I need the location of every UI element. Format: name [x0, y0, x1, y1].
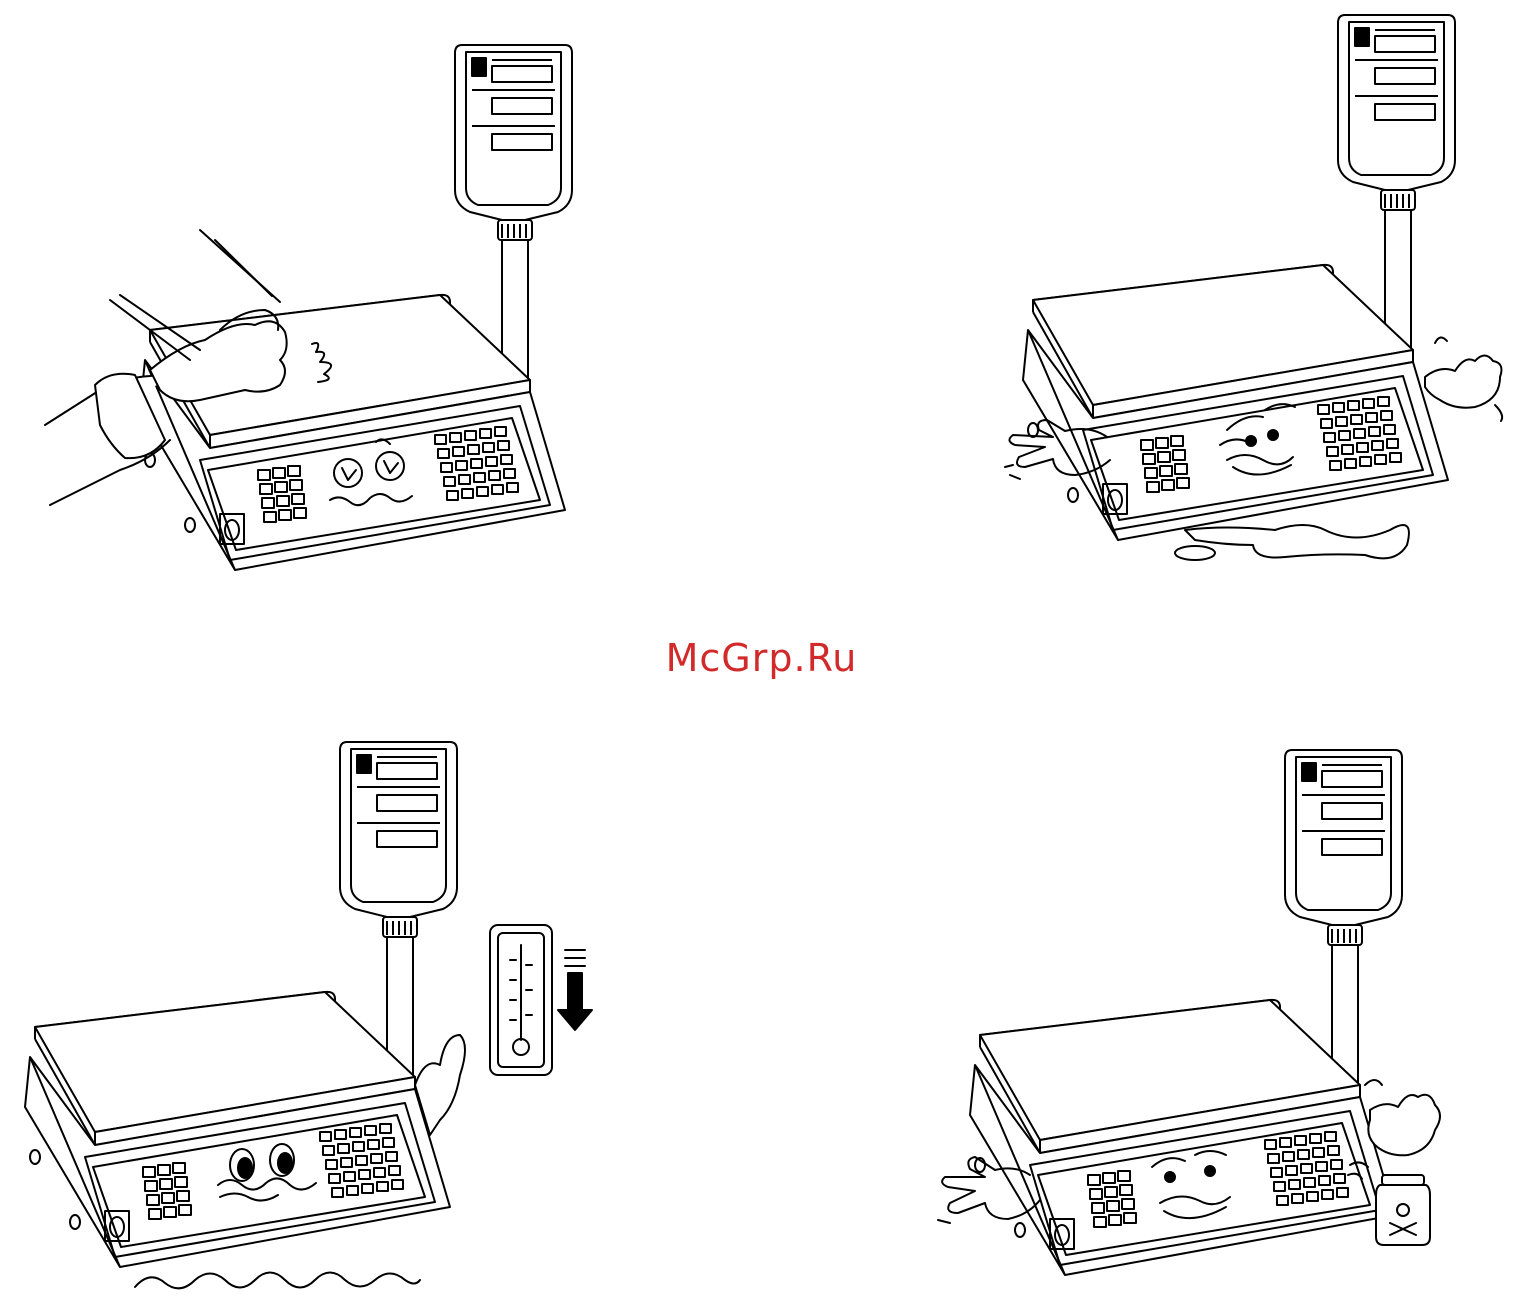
scale-cold-temperature-icon — [20, 735, 620, 1315]
scale-wiping-cloth-icon — [40, 40, 580, 580]
scale-chemical-hazard-icon — [930, 745, 1470, 1285]
scale-water-spill-icon — [995, 5, 1515, 585]
watermark-text: McGrp.Ru — [0, 636, 1523, 680]
